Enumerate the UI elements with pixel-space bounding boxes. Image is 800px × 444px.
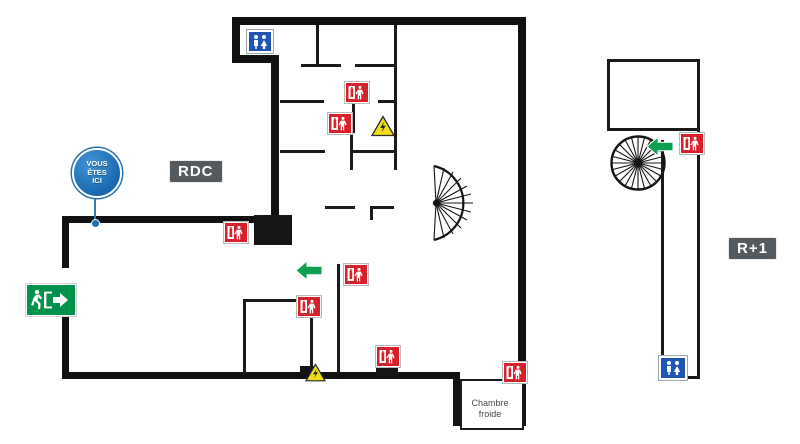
wall-bottom-step-v <box>453 372 460 426</box>
wall-west-upper <box>62 216 69 268</box>
evacuation-direction-arrow <box>294 259 324 282</box>
wall-corridor-top <box>62 216 279 223</box>
yah-line-1: VOUS <box>86 159 108 169</box>
sign-pole <box>352 85 355 133</box>
wall-left-upper-rdc <box>232 17 240 62</box>
fire-extinguisher-sign <box>680 133 704 154</box>
structural-block <box>254 215 292 245</box>
sign-pole <box>337 264 340 374</box>
floor-badge-r1: R+1 <box>729 238 776 259</box>
partition-d <box>355 64 397 67</box>
you-are-here-leader <box>94 193 96 223</box>
electrical-hazard-warning <box>370 115 396 137</box>
partition-c <box>301 64 341 67</box>
spiral-staircase-icon <box>432 163 484 243</box>
structural-block-pole-base <box>300 366 314 374</box>
partition-e <box>280 100 324 103</box>
structural-block-small <box>376 366 398 376</box>
partition-a <box>316 25 319 67</box>
wall-right-rdc <box>518 17 526 379</box>
room-label-chambre-froide: Chambre froide <box>471 398 509 420</box>
wall-r1-left <box>607 59 610 131</box>
partition-j <box>325 206 355 209</box>
fire-extinguisher-sign <box>224 222 248 243</box>
wall-west-lower <box>62 311 69 379</box>
wall-top-rdc <box>232 17 526 25</box>
wall-r1-right <box>697 59 700 379</box>
wall-wc-step-h <box>232 55 279 63</box>
emergency-exit-sign <box>26 284 76 316</box>
wall-r1-corridor <box>661 140 664 368</box>
fire-extinguisher-sign <box>503 362 527 383</box>
partition-i <box>350 150 397 153</box>
partition-f <box>378 100 397 103</box>
room-chambre-froide <box>460 379 524 430</box>
partition-l <box>370 206 394 209</box>
yah-line-3: ICI <box>92 176 102 186</box>
yah-line-2: ÊTES <box>87 167 107 177</box>
floor-badge-rdc: RDC <box>170 161 222 182</box>
wall-bottom-rdc <box>62 372 460 379</box>
partition-b <box>394 25 397 170</box>
restroom-sign <box>246 29 274 54</box>
fire-extinguisher-sign <box>345 82 369 103</box>
fire-extinguisher-sign <box>344 264 368 285</box>
fire-extinguisher-sign <box>297 296 321 317</box>
you-are-here-marker: VOUS ÊTES ICI <box>72 148 122 198</box>
electrical-hazard-warning <box>304 363 327 382</box>
you-are-here-point <box>91 219 100 228</box>
wall-r1-top <box>607 59 700 62</box>
fire-extinguisher-sign <box>328 113 352 134</box>
evacuation-direction-arrow <box>645 135 675 158</box>
restroom-sign <box>658 355 688 381</box>
wall-r1-room-bottom <box>607 128 700 131</box>
wall-wc-step-v <box>271 55 279 223</box>
partition-g <box>280 150 325 153</box>
fire-extinguisher-sign <box>376 346 400 367</box>
partition-h <box>350 117 353 170</box>
partition-k <box>370 206 373 220</box>
